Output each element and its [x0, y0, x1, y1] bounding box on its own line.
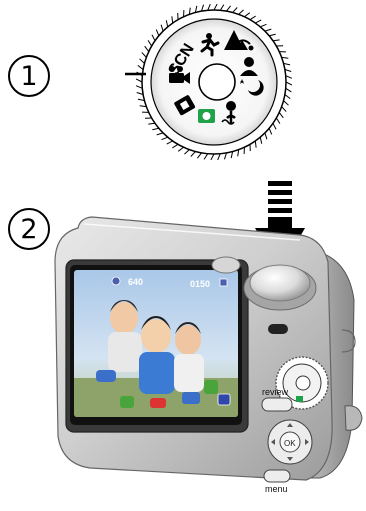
flash-status-icon [112, 277, 120, 285]
dial-knurl-tooth [161, 25, 163, 31]
dial-knurl-tooth [152, 35, 155, 41]
dial-knurl-tooth [157, 133, 163, 135]
dial-knurl-tooth [208, 4, 211, 10]
dial-knurl-tooth [269, 128, 272, 134]
dial-knurl-tooth [265, 29, 271, 31]
dial-knurl-tooth [136, 79, 142, 82]
dial-knurl-tooth [255, 141, 256, 148]
dial-knurl-tooth [136, 86, 142, 89]
camera-body: 640 0150 review OK menu [55, 217, 362, 494]
dial-knurl-tooth [148, 123, 155, 124]
dial-knurl-tooth [218, 154, 221, 160]
dial-knurl-tooth [286, 82, 292, 85]
dial-knurl-tooth [227, 6, 231, 11]
dial-knurl-tooth [269, 34, 276, 35]
dial-knurl-tooth [282, 107, 287, 112]
dial-knurl-tooth [276, 118, 280, 124]
dial-knurl-tooth [273, 40, 280, 41]
dial-knurl-tooth [260, 24, 266, 27]
strap-lug [345, 406, 362, 431]
review-label: review [262, 387, 289, 397]
dial-knurl-tooth [239, 10, 244, 15]
dial-knurl-tooth [191, 152, 196, 157]
smart-capture-icon [198, 109, 215, 123]
dial-knurl-tooth [250, 16, 256, 20]
dial-knurl-tooth [162, 137, 168, 140]
dial-knurl-tooth [156, 30, 159, 36]
dial-knurl-tooth [273, 123, 276, 129]
dial-knurl-tooth [265, 133, 267, 139]
dial-knurl-tooth [244, 13, 249, 17]
dial-knurl-tooth [172, 144, 178, 148]
power-button[interactable] [212, 257, 240, 273]
dial-knurl-tooth [184, 150, 189, 155]
dial-knurl-tooth [284, 101, 289, 106]
dial-knurl-tooth [204, 154, 208, 160]
menu-button[interactable] [264, 470, 290, 482]
dial-knurl-tooth [255, 20, 261, 23]
video-mode-icon [218, 394, 230, 405]
dial-knurl-tooth [140, 59, 145, 64]
dial-knurl-tooth [138, 65, 143, 69]
dial-knurl-tooth [142, 52, 147, 57]
dial-center [199, 64, 235, 100]
menu-label: menu [265, 484, 288, 494]
mode-dial: SCN [125, 4, 292, 160]
dial-knurl-tooth [211, 154, 214, 160]
dial-knurl-tooth [172, 16, 173, 23]
ok-label: OK [284, 439, 296, 448]
lcd-preview-image [74, 270, 238, 418]
dial-knurl-tooth [166, 20, 167, 27]
dial-knurl-tooth [286, 76, 292, 79]
picture-count: 640 [128, 277, 143, 287]
dial-knurl-tooth [260, 137, 261, 144]
dial-knurl-tooth [178, 147, 183, 151]
dial-knurl-tooth [197, 153, 201, 158]
dial-knurl-tooth [145, 46, 149, 51]
dial-knurl-tooth [152, 128, 159, 129]
dial-knurl-tooth [148, 40, 152, 46]
dial-knurl-tooth [220, 5, 224, 11]
shutter-button[interactable] [250, 265, 310, 301]
d-pad[interactable]: OK [268, 420, 312, 464]
dial-knurl-tooth [286, 88, 292, 92]
dial-knurl-tooth [285, 95, 290, 99]
dial-knurl-tooth [233, 8, 238, 13]
counter-code: 0150 [190, 279, 210, 289]
review-button[interactable] [262, 398, 292, 411]
dial-knurl-tooth [167, 141, 173, 144]
dial-knurl-tooth [214, 4, 217, 10]
zoom-button[interactable] [268, 324, 288, 334]
dial-knurl-tooth [279, 112, 283, 117]
battery-icon [220, 279, 227, 286]
